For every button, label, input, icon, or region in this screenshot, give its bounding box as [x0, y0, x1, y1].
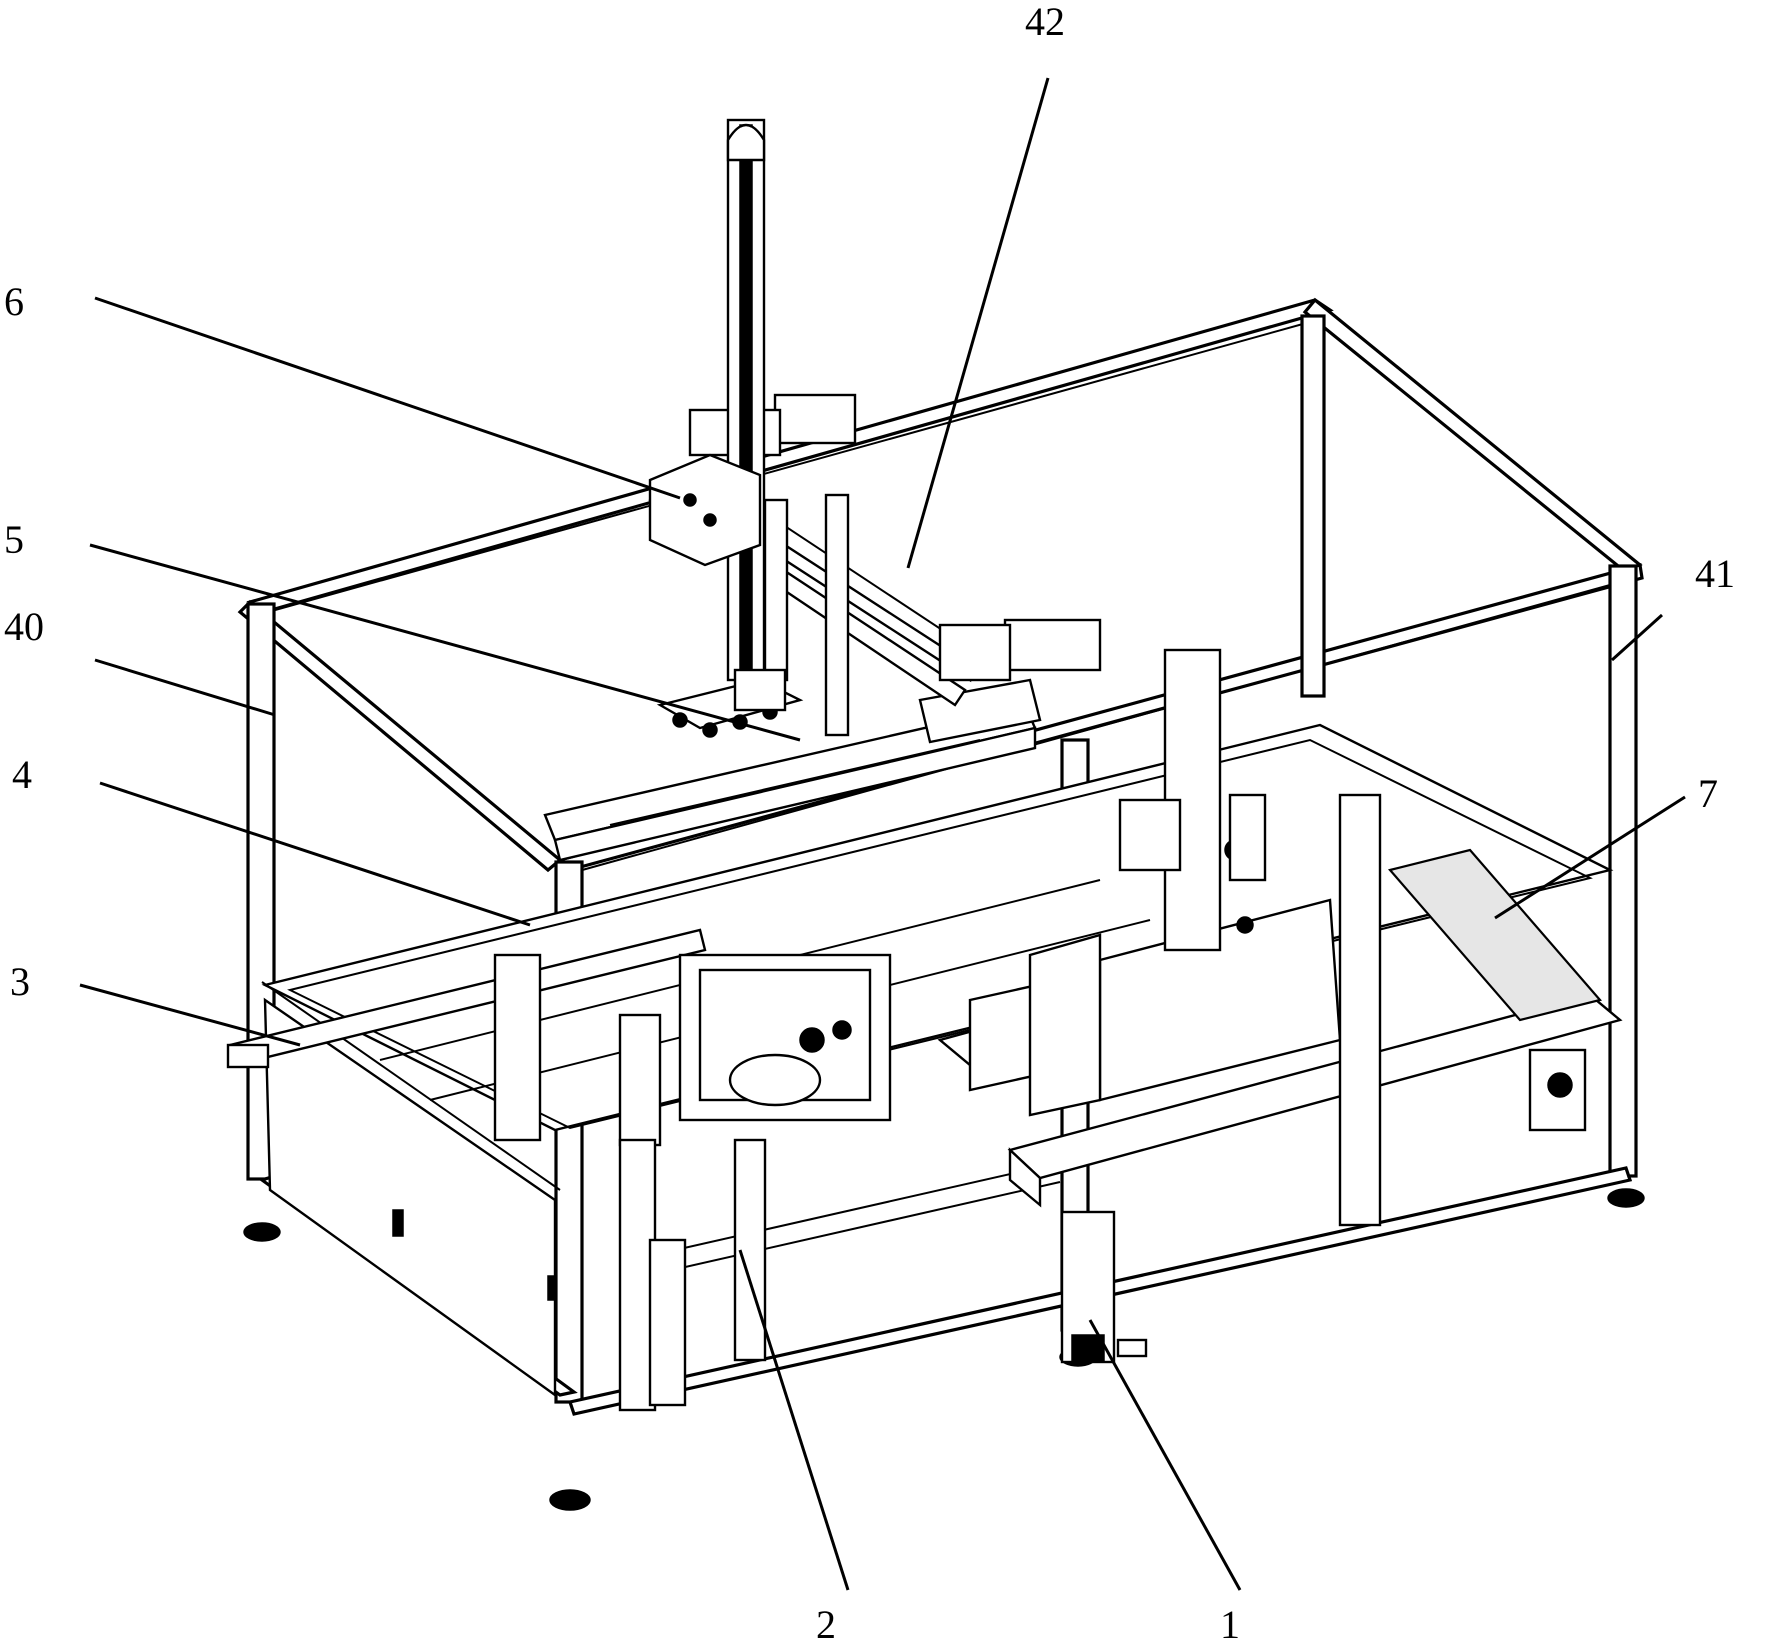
- leader-lines: [79, 77, 1686, 1591]
- label-3: 3: [10, 959, 30, 1004]
- leader-6: [94, 296, 681, 500]
- leader-41: [1610, 613, 1664, 662]
- leader-4: [99, 781, 531, 927]
- left-station: [226, 928, 892, 1412]
- label-41: 41: [1695, 551, 1735, 596]
- leader-42: [906, 77, 1050, 569]
- forming-station: [1028, 648, 1382, 1227]
- label-40: 40: [4, 604, 44, 649]
- leader-40: [94, 658, 276, 717]
- label-5: 5: [4, 517, 24, 562]
- leader-7: [1494, 795, 1686, 920]
- leader-1: [1088, 1319, 1242, 1591]
- label-7: 7: [1698, 771, 1718, 816]
- label-4: 4: [12, 752, 32, 797]
- leader-3: [79, 983, 301, 1047]
- label-2: 2: [816, 1602, 836, 1644]
- part-labels: 42 6 5 40 4 3 41 7 2 1: [4, 0, 1735, 1644]
- label-42: 42: [1025, 0, 1065, 44]
- gantry: [543, 118, 1102, 862]
- label-6: 6: [4, 279, 24, 324]
- leader-2: [738, 1249, 850, 1591]
- label-1: 1: [1220, 1602, 1240, 1644]
- post-1: [1060, 1210, 1148, 1364]
- leader-5: [89, 543, 801, 742]
